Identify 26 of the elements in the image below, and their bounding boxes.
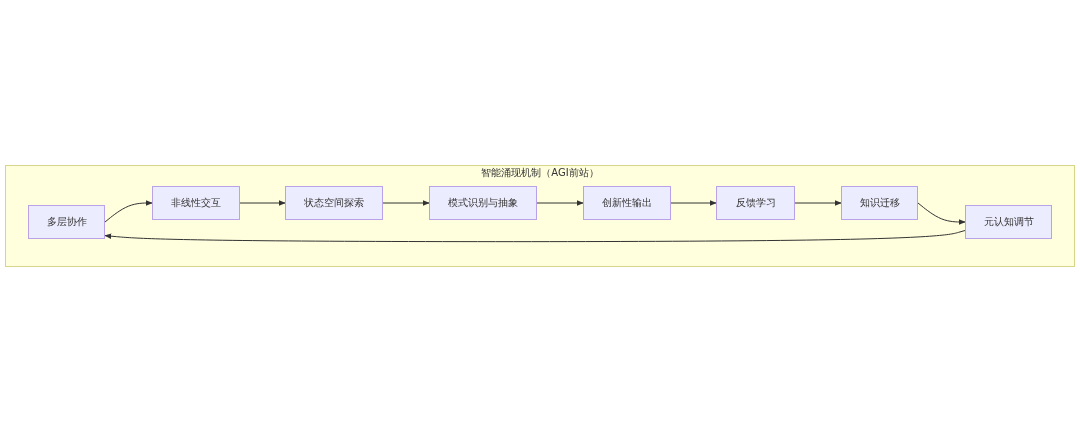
node-label: 元认知调节 bbox=[983, 215, 1034, 229]
process-box bbox=[965, 205, 1052, 239]
process-box bbox=[28, 205, 105, 239]
arrow bbox=[239, 200, 286, 206]
group-title: 智能涌现机制（AGI前站） bbox=[481, 167, 599, 178]
process-box bbox=[841, 186, 918, 220]
node-label: 创新性输出 bbox=[602, 196, 652, 210]
arrow bbox=[104, 200, 153, 223]
node-label: 知识迁移 bbox=[859, 196, 900, 210]
node-label: 状态空间探索 bbox=[304, 196, 364, 210]
process-box bbox=[716, 186, 795, 220]
process-box bbox=[152, 186, 240, 220]
arrow bbox=[536, 200, 584, 206]
arrow bbox=[670, 200, 717, 206]
process-box bbox=[285, 186, 383, 220]
arrow bbox=[104, 230, 966, 243]
node-label: 非线性交互 bbox=[171, 196, 221, 210]
node-label: 多层协作 bbox=[46, 215, 87, 229]
process-box bbox=[583, 186, 671, 220]
node-label: 模式识别与抽象 bbox=[448, 196, 518, 210]
arrow bbox=[794, 200, 842, 206]
arrow bbox=[382, 200, 430, 206]
node-label: 反馈学习 bbox=[735, 196, 776, 210]
process-box bbox=[429, 186, 537, 220]
group-container bbox=[5, 165, 1075, 267]
arrow bbox=[917, 202, 966, 225]
